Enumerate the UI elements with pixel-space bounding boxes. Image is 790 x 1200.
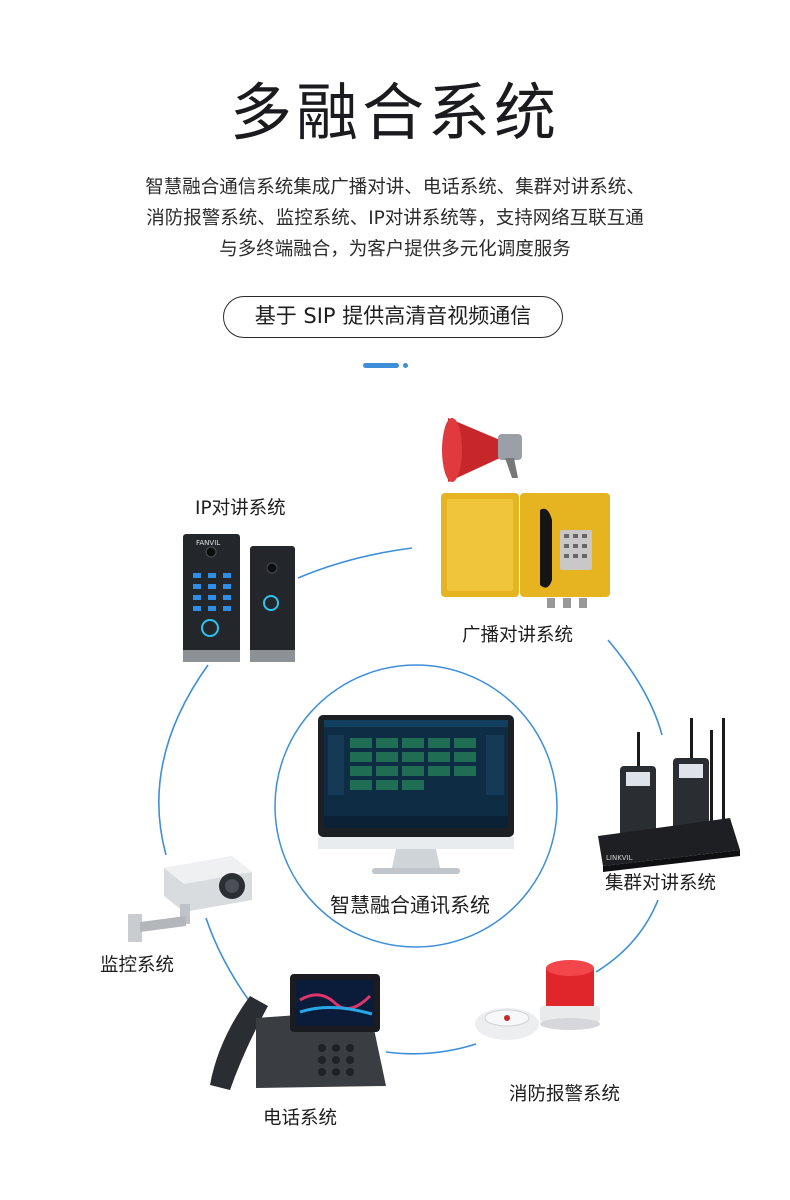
description-line: 智慧融合通信系统集成广播对讲、电话系统、集群对讲系统、 [145, 177, 645, 198]
trunking-radio-icon: LINKVIL [598, 718, 740, 872]
ip-intercom-icon: FANVIL [183, 534, 295, 662]
trunking-label: 集群对讲系统 [605, 873, 717, 894]
divider-dash [363, 363, 399, 368]
ring-arc [297, 547, 413, 579]
ring-arc [158, 664, 209, 856]
monitoring-label: 监控系统 [100, 955, 175, 976]
center-circle [274, 664, 558, 948]
sip-pill: 基于 SIP 提供高清音视频通信 [223, 296, 563, 338]
telephone-label: 电话系统 [263, 1108, 338, 1129]
svg-text:FANVIL: FANVIL [196, 539, 220, 547]
ring-arc [205, 917, 251, 1003]
fire-alarm-label: 消防报警系统 [509, 1084, 621, 1105]
cctv-camera-icon [128, 856, 252, 942]
ring-arc [595, 899, 659, 973]
center-system-label: 智慧融合通讯系统 [330, 893, 490, 917]
ring-arc [385, 1043, 477, 1055]
broadcast-intercom-icon [441, 493, 610, 608]
page-title: 多融合系统 [229, 76, 560, 149]
description-line: 与多终端融合，为客户提供多元化调度服务 [219, 239, 571, 260]
description-line: 消防报警系统、监控系统、IP对讲系统等，支持网络互联互通 [146, 208, 644, 229]
ip-intercom-label: IP对讲系统 [195, 498, 286, 519]
fire-alarm-icon [475, 960, 600, 1040]
description: 智慧融合通信系统集成广播对讲、电话系统、集群对讲系统、 消防报警系统、监控系统、… [95, 172, 695, 265]
broadcast-intercom-label: 广播对讲系统 [462, 625, 574, 646]
horn-speaker-icon [442, 418, 522, 482]
svg-text:LINKVIL: LINKVIL [606, 854, 633, 862]
monitor-icon [318, 715, 514, 874]
ring-arc [607, 639, 663, 736]
desk-phone-icon [210, 974, 386, 1090]
divider-dot [403, 363, 408, 368]
